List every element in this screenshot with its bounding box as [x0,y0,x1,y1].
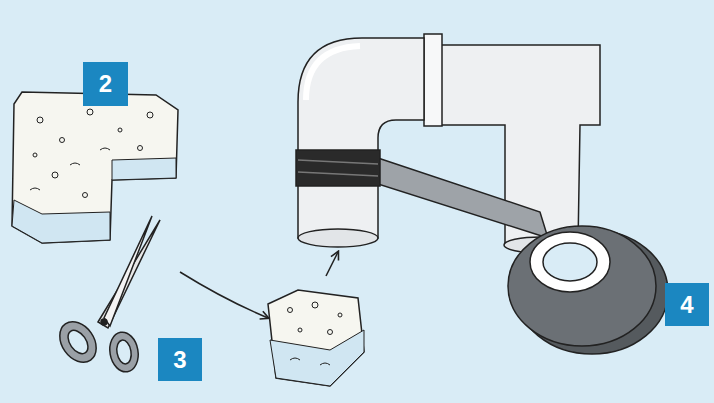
callout-number: 4 [680,293,693,317]
callout-box: 3 [158,338,202,381]
tape [296,150,668,354]
flow-arrow [326,252,338,276]
sponge-small [268,290,364,386]
callout-number: 3 [173,348,186,372]
callout-box: 4 [665,283,709,326]
flow-arrow [180,272,268,318]
callout-box: 2 [83,62,128,106]
sponge-large [12,92,178,243]
faucet [298,34,600,253]
callout-number: 2 [99,72,112,96]
scissors [52,216,160,374]
